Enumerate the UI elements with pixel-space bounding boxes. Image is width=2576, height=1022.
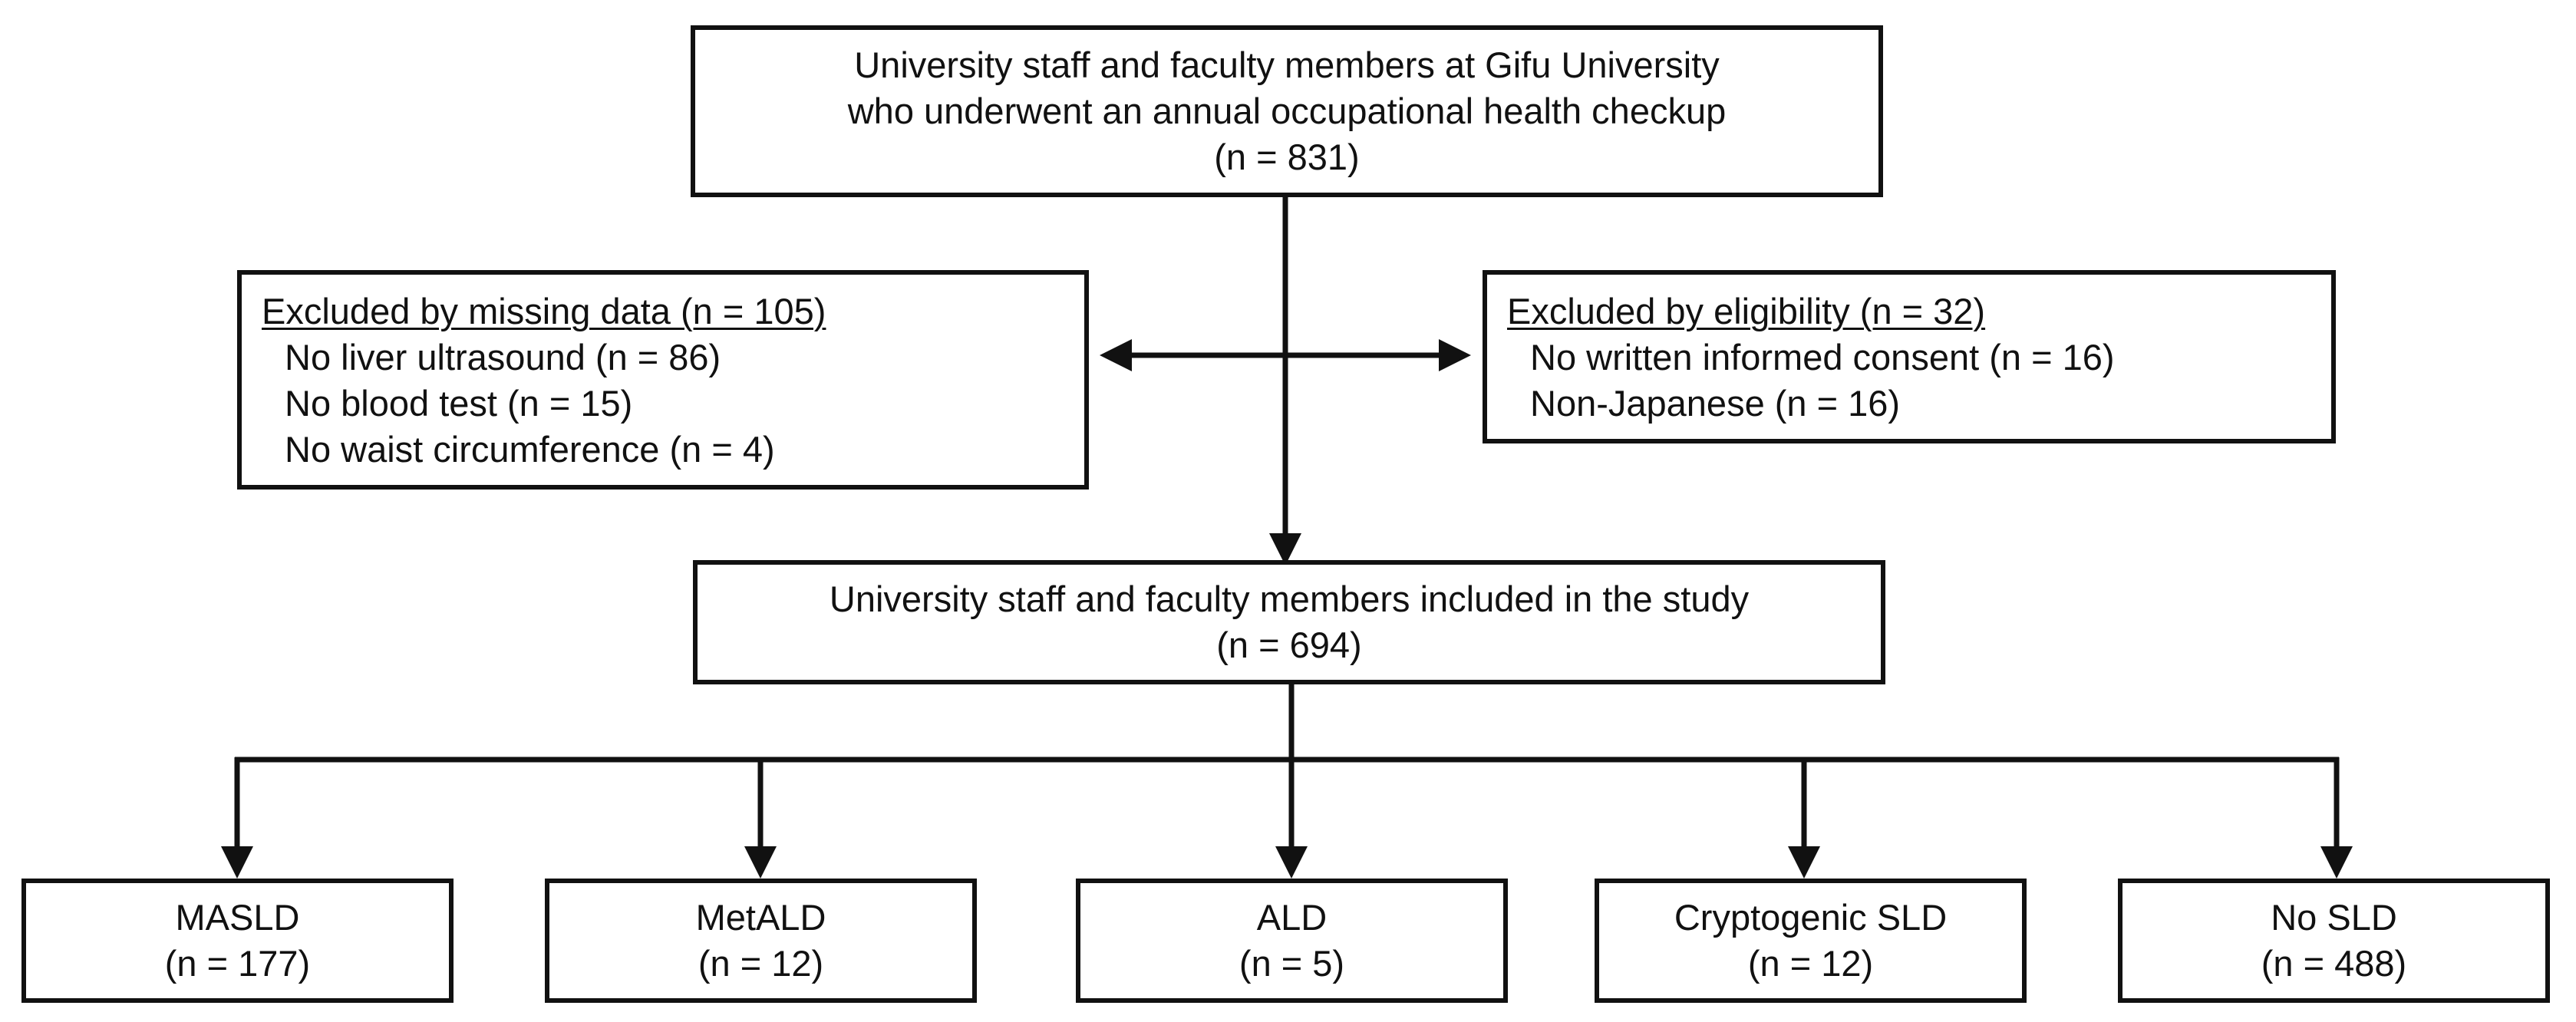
excluded-missing-item: No waist circumference (n = 4) (285, 429, 775, 470)
excluded-missing-item: No liver ultrasound (n = 86) (285, 337, 721, 377)
excluded-eligibility-heading: Excluded by eligibility (n = 32) (1507, 291, 1986, 331)
outcome-count: (n = 488) (2261, 943, 2407, 984)
outcome-label: Cryptogenic SLD (1674, 897, 1948, 938)
excluded-eligibility-box: Excluded by eligibility (n = 32) No writ… (1483, 270, 2336, 443)
excluded-eligibility-item: Non-Japanese (n = 16) (1530, 383, 1901, 424)
included-study-count: (n = 694) (1216, 625, 1362, 665)
outcome-count: (n = 12) (1747, 943, 1874, 984)
source-population-box: University staff and faculty members at … (691, 25, 1883, 197)
included-study-box: University staff and faculty members inc… (693, 560, 1885, 684)
outcome-label: MASLD (175, 897, 300, 938)
source-population-line1: University staff and faculty members at … (854, 45, 1720, 85)
outcome-box-ald: ALD (n = 5) (1076, 879, 1508, 1003)
excluded-missing-data-box: Excluded by missing data (n = 105) No li… (237, 270, 1089, 490)
source-population-line2: who underwent an annual occupational hea… (847, 91, 1727, 131)
excluded-missing-item: No blood test (n = 15) (285, 383, 633, 424)
outcome-count: (n = 177) (164, 943, 311, 984)
outcome-box-masld: MASLD (n = 177) (21, 879, 454, 1003)
outcome-box-metald: MetALD (n = 12) (545, 879, 977, 1003)
outcome-label: MetALD (695, 897, 826, 938)
outcome-label: ALD (1256, 897, 1328, 938)
excluded-missing-data-heading: Excluded by missing data (n = 105) (262, 291, 826, 331)
outcome-label: No SLD (2271, 897, 2397, 938)
outcome-count: (n = 12) (698, 943, 824, 984)
outcome-count: (n = 5) (1239, 943, 1345, 984)
included-study-label: University staff and faculty members inc… (829, 579, 1750, 619)
source-population-count: (n = 831) (1214, 137, 1360, 177)
outcome-box-no-sld: No SLD (n = 488) (2118, 879, 2550, 1003)
outcome-box-cryptogenic-sld: Cryptogenic SLD (n = 12) (1595, 879, 2027, 1003)
excluded-eligibility-item: No written informed consent (n = 16) (1530, 337, 2115, 377)
